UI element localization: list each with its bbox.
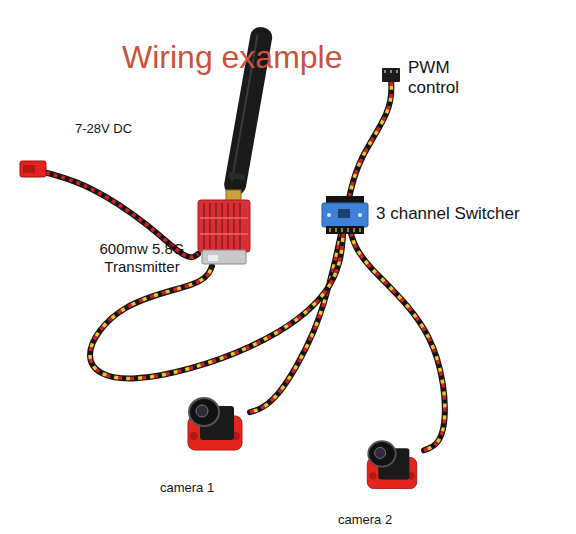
camera-drawing — [360, 428, 424, 498]
transmitter-socket — [208, 255, 218, 261]
servo-connector-body — [382, 68, 400, 82]
heatsink-groove — [200, 233, 248, 235]
power-connector-slot — [23, 165, 35, 173]
camera-part: camera 2 — [360, 428, 424, 498]
pin-header — [326, 226, 364, 234]
tx-part: 600mw 5.8G Transmitter — [198, 200, 250, 266]
board-pad — [327, 213, 331, 217]
camera-lens — [196, 405, 208, 417]
header-pin — [335, 228, 337, 232]
switcher-chip — [338, 209, 350, 218]
heatsink-fin — [239, 203, 241, 249]
connector-pin — [390, 70, 392, 73]
heatsink-fin — [215, 203, 217, 249]
jst-drawing — [20, 161, 46, 177]
header-pin — [359, 228, 361, 232]
wire-strand — [351, 234, 445, 450]
camera-lens-barrel — [189, 398, 219, 426]
wire-strand — [349, 82, 391, 196]
wire-strand — [349, 82, 391, 196]
wire-strand — [90, 234, 343, 379]
wire-strand — [90, 234, 343, 379]
header-pin — [347, 228, 349, 232]
heatsink-fin — [209, 203, 211, 249]
camera-lens-barrel — [368, 441, 395, 467]
header-pin — [341, 228, 343, 232]
heatsink-fin — [227, 203, 229, 249]
wire-connector — [90, 234, 343, 379]
switcher-part: 3 channel Switcher — [322, 196, 368, 234]
part-label: 600mw 5.8G Transmitter — [92, 240, 192, 276]
connector-pin — [396, 70, 398, 73]
mount-screw — [369, 472, 376, 479]
camera-drawing — [180, 392, 250, 452]
antenna-ring — [228, 172, 245, 181]
pwm-drawing — [382, 68, 400, 82]
switcher-board — [322, 203, 368, 227]
wire-strand — [349, 82, 391, 196]
pwm-part: PWM control — [382, 68, 400, 82]
part-label: PWM control — [408, 58, 482, 99]
mount-screw — [190, 432, 198, 440]
wire-strand — [351, 234, 445, 450]
camera-part: camera 1 — [180, 392, 250, 452]
wire-strand — [90, 234, 343, 379]
heatsink-fin — [203, 203, 205, 249]
transmitter-base — [202, 250, 246, 264]
heatsink-fin — [221, 203, 223, 249]
header-pin — [329, 228, 331, 232]
heatsink-fin — [233, 203, 235, 249]
switcher-drawing — [322, 196, 368, 234]
connector-pin — [384, 70, 386, 73]
camera-lens — [375, 447, 386, 458]
part-label: camera 2 — [338, 512, 392, 528]
part-label: camera 1 — [160, 480, 214, 496]
wire-connector — [351, 234, 445, 450]
wire-connector — [349, 82, 391, 196]
power-connector-body — [20, 161, 46, 177]
part-label: 3 channel Switcher — [376, 204, 520, 224]
jst-part: 7-28V DC — [20, 161, 46, 177]
part-label: 7-28V DC — [75, 121, 132, 137]
wire-strand — [351, 234, 445, 450]
board-pad — [358, 213, 362, 217]
heatsink-groove — [200, 217, 248, 219]
diagram-title: Wiring example — [122, 40, 343, 75]
header-pin — [353, 228, 355, 232]
tx-drawing — [198, 200, 250, 266]
heatsink — [198, 200, 250, 252]
